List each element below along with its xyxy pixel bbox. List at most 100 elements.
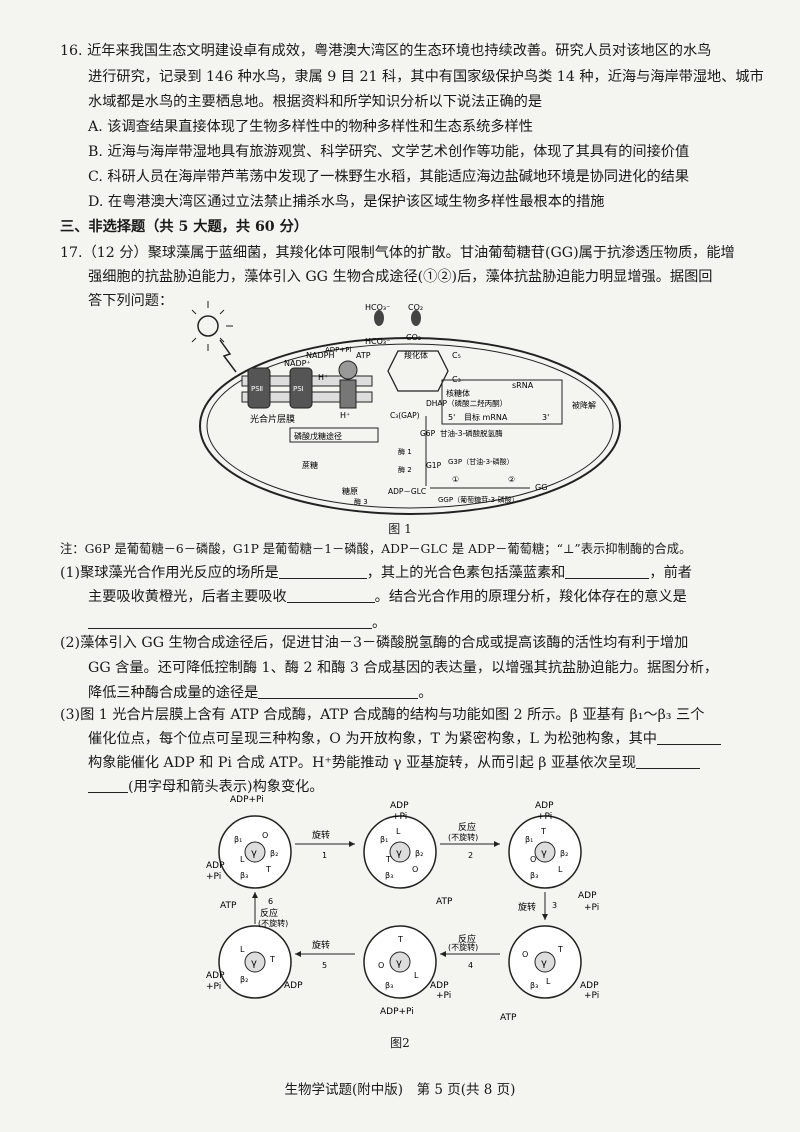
atp-label-fig1: ATP <box>356 351 371 360</box>
answer-blank-8[interactable] <box>88 777 128 793</box>
step-number-6: 6 <box>268 897 273 906</box>
g1p-label: G1P <box>426 461 442 470</box>
g3p-dehydrogenase-label: 甘油-3-磷酸脱氢酶 <box>440 428 503 438</box>
sub1-text-b: ，其上的光合色素包括藻蓝素和 <box>366 565 566 581</box>
rotate-label-3: 旋转 <box>518 901 536 913</box>
atp-label-6: ATP <box>220 901 237 911</box>
sub3-line1: (3)图 1 光合片层膜上含有 ATP 合成酶，ATP 合成酶的结构与功能如图 … <box>60 707 705 723</box>
figure-2-caption: 图2 <box>390 1036 410 1050</box>
synthase-state-4: γ O T L β₃ <box>508 925 582 999</box>
adp-label-4: ADP <box>578 891 597 901</box>
ribosome-label: 核糖体 <box>446 388 470 398</box>
pi-label-4b: +Pi <box>584 991 599 1001</box>
figure-1-diagram: PSⅡ PSⅠ NADP⁺ NADPH ADP+Pi ATP H⁺ H⁺ 光合片… <box>191 301 621 515</box>
q16-stem-line3: 水域都是水鸟的主要栖息地。根据资料和所学知识分析以下说法正确的是 <box>88 94 543 110</box>
ps2-complex: PSⅡ <box>247 367 271 409</box>
nadp-label: NADP⁺ <box>284 359 311 368</box>
t-label-4: T <box>557 945 563 954</box>
beta2-label-1: β₂ <box>270 849 278 858</box>
react-label-6: 反应 <box>260 907 278 919</box>
adp-pi-label: ADP+Pi <box>325 346 351 354</box>
l-label-4: L <box>546 977 551 986</box>
q16-option-d: D. 在粤港澳大湾区通过立法禁止捕杀水鸟，是保护该区域生物多样性最根本的措施 <box>88 194 605 210</box>
t-label-5: T <box>397 935 403 944</box>
answer-blank-5[interactable] <box>258 683 419 699</box>
answer-blank-4[interactable] <box>88 613 372 629</box>
enzyme2-label: 酶 2 <box>398 465 412 474</box>
pi-label-2: +Pi <box>392 812 407 822</box>
sub1-text-d: 主要吸收黄橙光，后者主要吸收 <box>88 589 287 605</box>
react-label-2: 反应 <box>458 821 476 833</box>
adp-label-6b: ADP <box>284 981 303 991</box>
sub3-line3: 构象能催化 ADP 和 Pi 合成 ATP。H⁺势能推动 γ 亚基旋转，从而引起… <box>88 752 778 774</box>
glycogen-label: 糖原 <box>342 486 358 496</box>
step-number-4: 4 <box>468 961 473 970</box>
sub3-line4: (用字母和箭头表示)构象变化。 <box>88 776 778 798</box>
gap-label: C₃(GAP) <box>390 411 420 420</box>
hco3-inner-label: HCO₃⁻ <box>365 337 390 346</box>
sub1-line3: 。 <box>88 612 778 634</box>
adp-label-3: ADP <box>535 801 554 811</box>
step2-marker: ② <box>508 475 515 484</box>
sub2-text-c: 降低三种酶合成量的途径是 <box>88 685 259 701</box>
five-prime-label: 5' <box>448 413 455 422</box>
l-label-6: L <box>240 945 245 954</box>
ps2-label: PSⅡ <box>251 385 263 393</box>
ppp-label: 磷酸戊糖途径 <box>294 431 342 441</box>
react-label-4: 反应 <box>458 933 476 945</box>
gamma-label-1: γ <box>251 848 257 859</box>
answer-blank-2[interactable] <box>565 563 650 579</box>
adp-label-1: ADP <box>206 861 225 871</box>
o-label-5: O <box>378 961 384 970</box>
sun-icon <box>191 301 237 373</box>
norotate-label-4: (不旋转) <box>448 942 478 952</box>
sub1-text-f: 。 <box>372 615 387 631</box>
ps1-label: PSⅠ <box>293 385 304 393</box>
sub1-line2: 主要吸收黄橙光，后者主要吸收。结合光合作用的原理分析，羧化体存在的意义是 <box>88 586 778 608</box>
atp-label-4: ATP <box>500 1013 517 1023</box>
beta3-label-3: β₃ <box>530 871 538 880</box>
beta1-label-1: β₁ <box>234 835 242 844</box>
three-prime-label: 3' <box>542 413 549 422</box>
t-label-2: T <box>385 855 391 864</box>
dhap-label: DHAP（磷酸二羟丙酮） <box>426 398 507 408</box>
adp-pi-bottom-label: ADP+Pi <box>380 1007 414 1017</box>
norotate-label-6: (不旋转) <box>258 918 288 928</box>
h-label-2: H⁺ <box>340 411 350 420</box>
answer-blank-6[interactable] <box>657 729 721 745</box>
l-label-3: L <box>558 865 563 874</box>
degraded-label: 被降解 <box>572 400 596 410</box>
beta3-label-5: β₃ <box>385 981 393 990</box>
pi-label-4: +Pi <box>584 903 599 913</box>
q17-stem-line1: 17.（12 分）聚球藻属于蓝细菌，其羧化体可限制气体的扩散。甘油葡萄糖苷(GG… <box>60 245 735 261</box>
figure-2-diagram: γ β₁ β₂ β₃ O L T γ β₁ β₂ β₃ L T O γ β₁ β… <box>206 795 599 1023</box>
membrane-label: 光合片层膜 <box>250 413 295 425</box>
step-number-1: 1 <box>322 851 327 860</box>
l-label-5: L <box>414 971 419 980</box>
o-label-3: O <box>530 855 536 864</box>
q16-option-a: A. 该调查结果直接体现了生物多样性中的物种多样性和生态系统多样性 <box>88 119 533 135</box>
t-label-3: T <box>540 827 546 836</box>
sub3-text-c: 构象能催化 ADP 和 Pi 合成 ATP。H⁺势能推动 γ 亚基旋转，从而引起… <box>88 755 637 771</box>
t-label-1: T <box>265 865 271 874</box>
l-label-2: L <box>396 827 401 836</box>
gg-label: GG <box>535 483 547 492</box>
gamma-label-5: γ <box>396 958 402 969</box>
adp-label-6: ADP <box>206 971 225 981</box>
co2-inner-label: CO₂ <box>406 333 421 342</box>
q17-stem-line3: 答下列问题： <box>88 293 174 309</box>
sub1-line1: (1)聚球藻光合作用光反应的场所是，其上的光合色素包括藻蓝素和，前者 <box>60 562 750 584</box>
step-number-2: 2 <box>468 851 473 860</box>
answer-blank-1[interactable] <box>278 563 367 579</box>
sub2-text-d: 。 <box>418 685 433 701</box>
answer-blank-7[interactable] <box>636 753 701 769</box>
hco3-outer-label: HCO₃⁻ <box>365 303 390 312</box>
srna-label: sRNA <box>512 381 534 390</box>
q16-option-b: B. 近海与海岸带湿地具有旅游观赏、科学研究、文学艺术创作等功能，体现了其具有的… <box>88 144 690 160</box>
norotate-label-2: (不旋转) <box>448 832 478 842</box>
o-label-4: O <box>522 950 528 959</box>
answer-blank-3[interactable] <box>286 587 375 603</box>
figure-1-caption: 图 1 <box>388 522 412 536</box>
co2-outer-label: CO₂ <box>408 303 423 312</box>
step-number-3: 3 <box>552 901 557 910</box>
